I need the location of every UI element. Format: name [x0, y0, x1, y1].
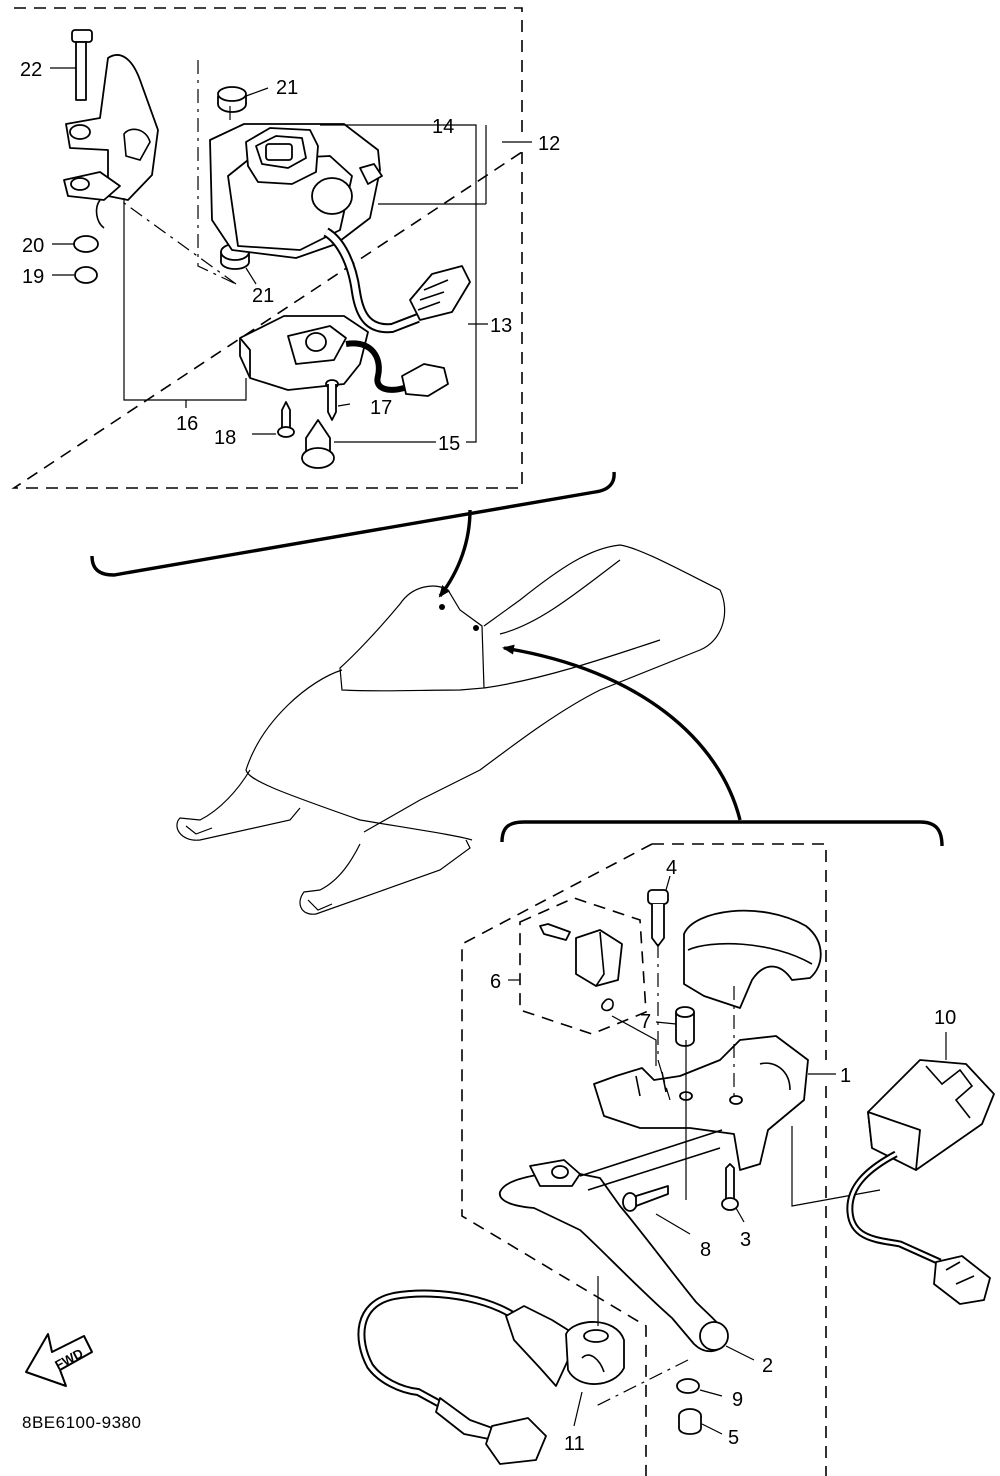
nut-19: [74, 266, 98, 284]
forward-direction-arrow: FWD: [25, 1333, 93, 1387]
screw-18: [277, 401, 295, 438]
lower-detail-group: [357, 843, 995, 1476]
upper-detail-group: [11, 7, 532, 489]
callout-1: 1: [840, 1065, 851, 1087]
bolt-22: [71, 29, 93, 101]
callout-10: 10: [934, 1007, 956, 1029]
mount-bracket: [63, 54, 159, 229]
callout-3: 3: [740, 1229, 751, 1251]
collar-7: [675, 1006, 695, 1047]
callout-15: 15: [438, 433, 460, 455]
upper-pointer-bracket: [90, 471, 616, 577]
screw-15: [301, 419, 335, 469]
grommet-upper-21: [217, 86, 247, 113]
lower-pointer-bracket: [500, 820, 944, 847]
callout-14: 14: [432, 116, 454, 138]
callout-18: 18: [214, 427, 236, 449]
callout-4: 4: [666, 857, 677, 879]
brake-lever-2: [499, 1129, 729, 1353]
switch-subassembly-frame: [519, 897, 647, 1035]
callout-21-lower: 21: [252, 285, 274, 307]
callout-2: 2: [762, 1355, 773, 1377]
callout-5: 5: [728, 1427, 739, 1449]
reference-code: 8BE6100-9380: [22, 1413, 141, 1432]
snowmobile-illustration: [90, 471, 944, 915]
callout-11: 11: [564, 1433, 585, 1455]
switch-6: [539, 923, 623, 1012]
callout-7: 7: [640, 1011, 651, 1033]
screw-3: [721, 1163, 739, 1211]
bolt-4: [647, 889, 669, 947]
lower-detail-frame: [461, 843, 827, 1476]
callout-6: 6: [490, 971, 501, 993]
lever-holder-1: [593, 1035, 809, 1171]
switch-assembly-10: [846, 1059, 995, 1305]
callout-20: 20: [22, 235, 44, 257]
nut-5: [678, 1408, 702, 1435]
switch-lead-13: [323, 227, 471, 334]
callout-12: 12: [538, 133, 560, 155]
screw-17: [325, 379, 339, 421]
callout-19: 19: [22, 266, 44, 288]
upper-pointer-arrow: [438, 509, 472, 598]
lower-pointer-arrow: [502, 644, 742, 821]
washer-20: [73, 235, 99, 253]
callout-16: 16: [176, 413, 198, 435]
callout-13: 13: [490, 315, 512, 337]
washer-9: [676, 1378, 700, 1394]
callout-21-upper: 21: [276, 77, 298, 99]
screw-8: [622, 1185, 669, 1212]
callout-17: 17: [370, 397, 392, 419]
callout-9: 9: [732, 1389, 743, 1411]
lever-cover: [683, 909, 822, 1009]
callout-8: 8: [700, 1239, 711, 1261]
throttle-housing-14: [209, 123, 383, 259]
stop-switch-11: [357, 1289, 625, 1465]
cover-16: [239, 315, 449, 397]
upper-detail-frame: [11, 7, 523, 489]
callout-labels: 22 21 14 12 20 19 21 13 17 16 18 15 4 6 …: [20, 59, 956, 1455]
callout-22: 22: [20, 59, 42, 81]
